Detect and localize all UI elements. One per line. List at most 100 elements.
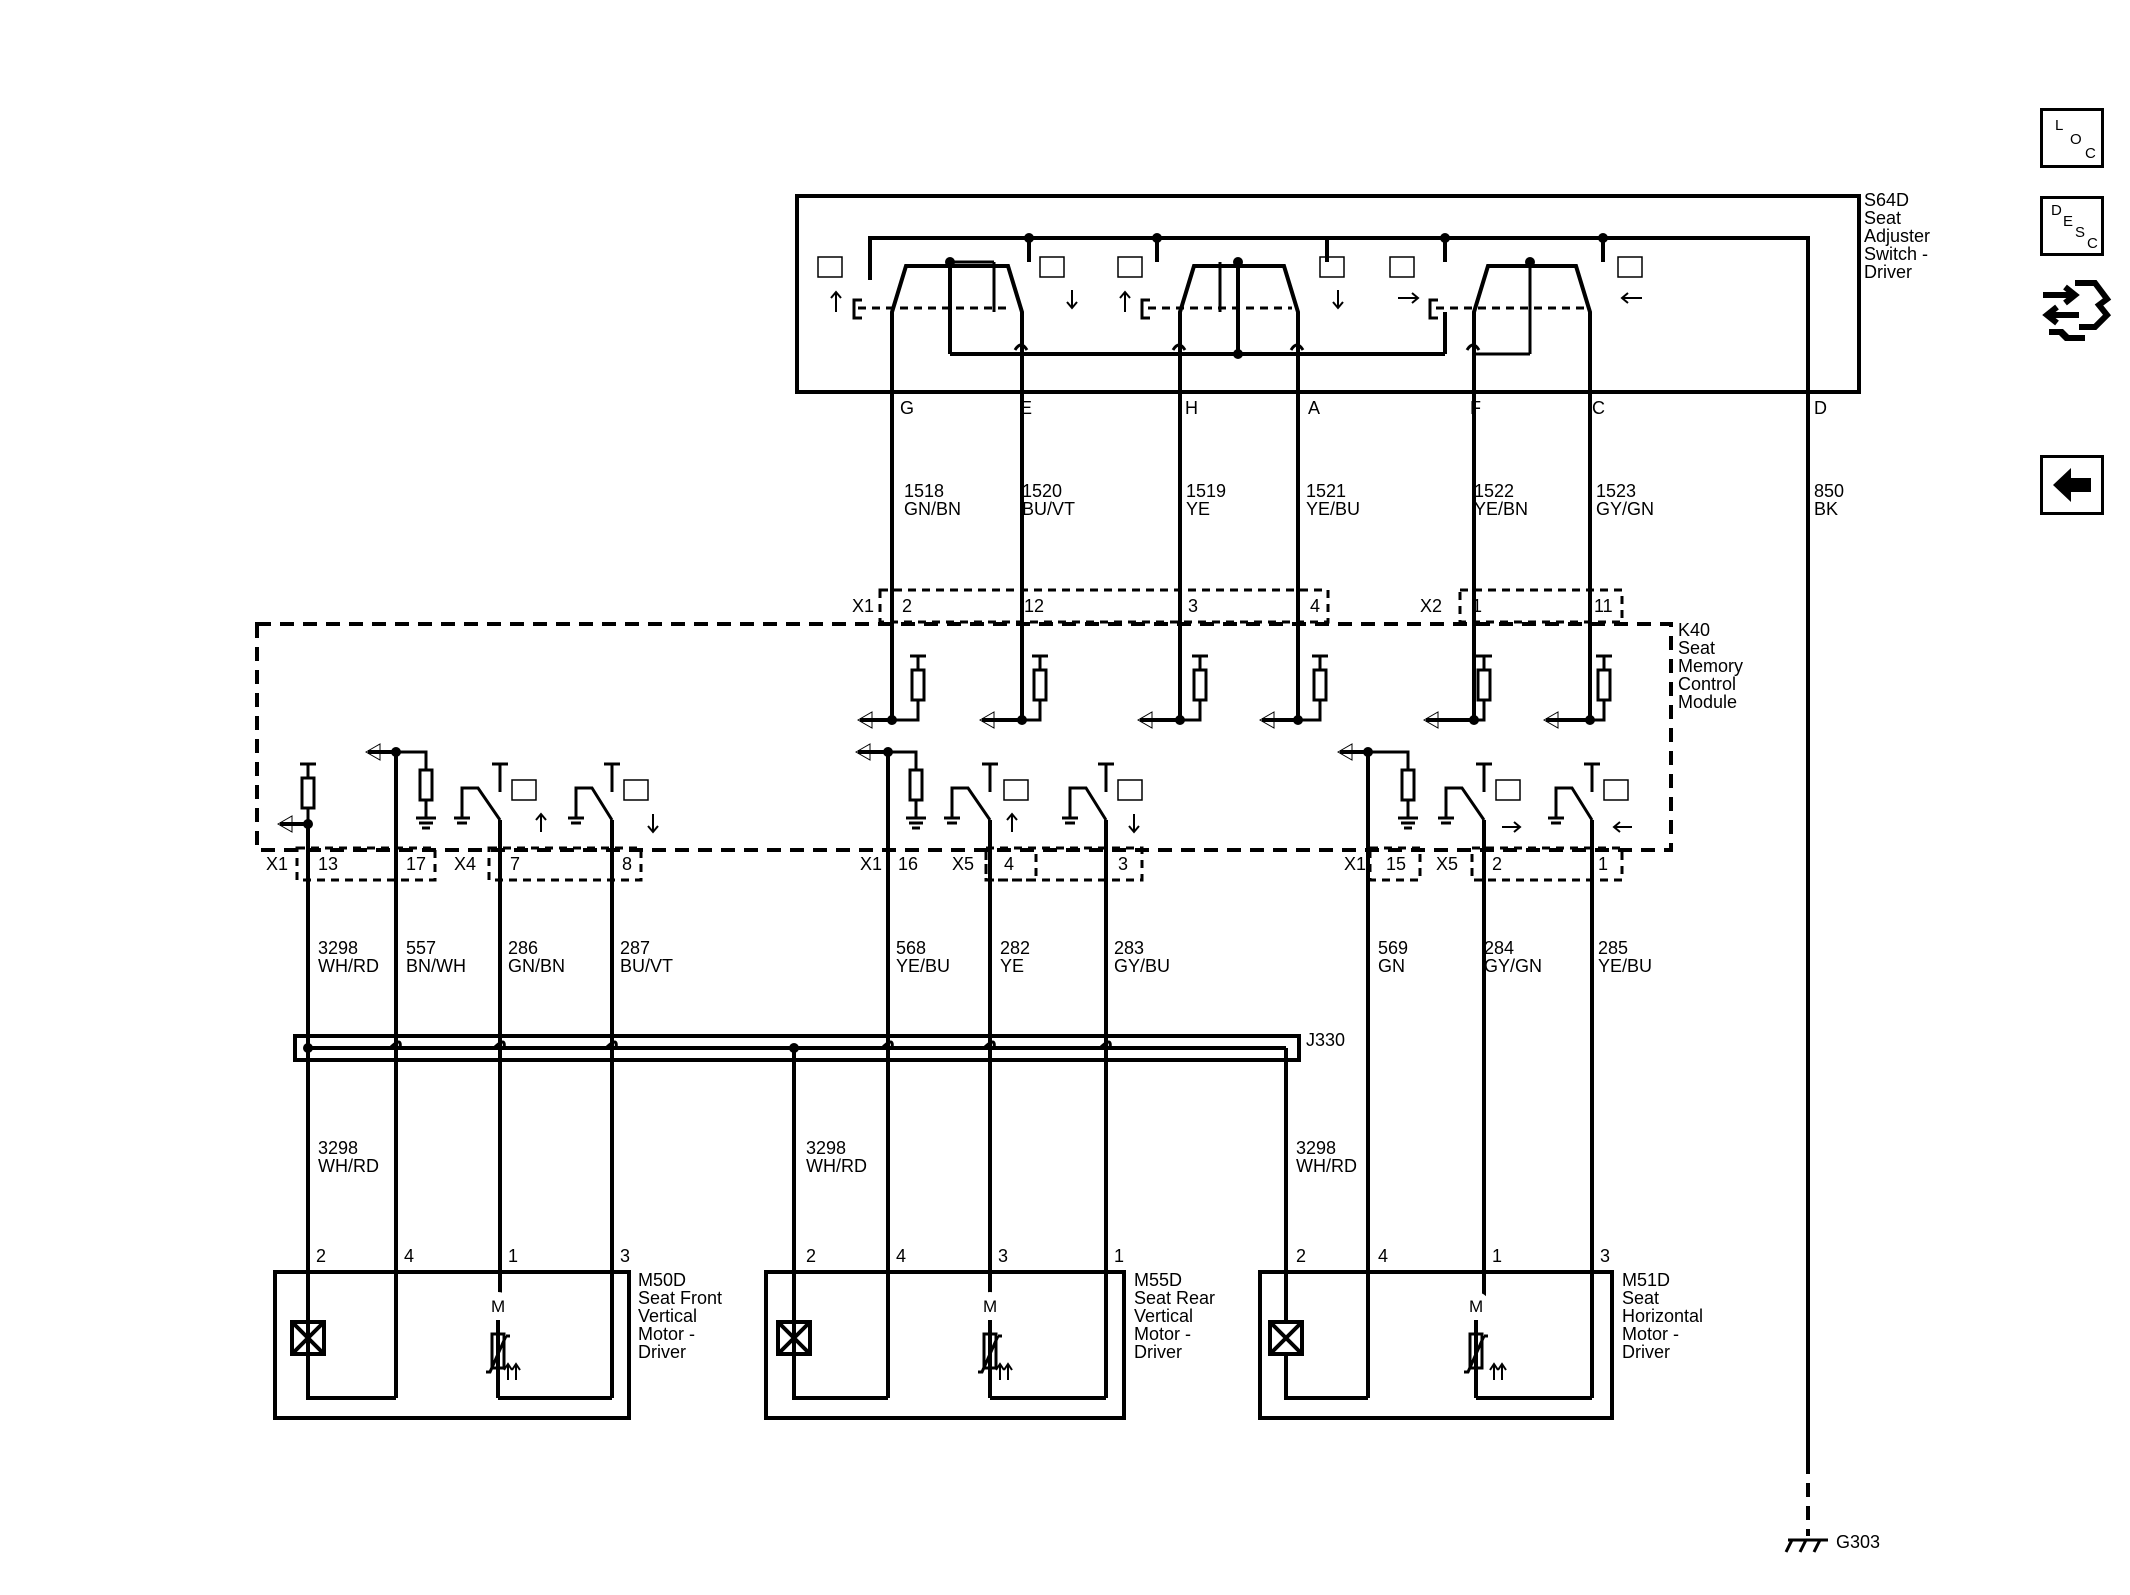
seat-symbol-icon (1495, 779, 1521, 801)
wire-label-color: BN/WH (406, 956, 466, 976)
g303-label: G303 (1836, 1532, 1880, 1552)
k40-pin: 7 (510, 854, 520, 874)
motor-pin: 2 (316, 1246, 326, 1266)
seat-symbol-icon (511, 779, 537, 801)
s64d-junction (1024, 233, 1034, 243)
wire-label-circuit: 3298 (318, 1138, 358, 1158)
back-arrow-icon (2053, 468, 2091, 502)
k40-pin: 2 (902, 596, 912, 616)
k40-connector-x1-bottom (984, 846, 1038, 882)
connector-label: X4 (454, 854, 476, 874)
k40-connector-x4 (487, 846, 643, 882)
seat-symbol-icon (623, 779, 649, 801)
motor-symbol: M (1469, 1297, 1483, 1316)
motor-pin: 1 (508, 1246, 518, 1266)
s64d-pin-a: A (1308, 398, 1320, 418)
arrow-down-icon (1128, 814, 1140, 834)
connector-view-icon[interactable] (2035, 275, 2115, 347)
s64d-switch-group-horizontal (1389, 256, 1643, 392)
back-button[interactable] (2040, 455, 2104, 515)
seat-symbol-icon (1117, 779, 1143, 801)
m50d-desc-2: Vertical (638, 1306, 697, 1326)
s64d-seat-adjuster-switch: S64D Seat Adjuster Switch - Driver (795, 190, 1930, 418)
seat-symbol-icon (1117, 256, 1143, 278)
k40-pin: 15 (1386, 854, 1406, 874)
k40-pin: 4 (1004, 854, 1014, 874)
ptc-arrows-icon (1489, 1362, 1507, 1380)
wire-label-color: GN/BN (508, 956, 565, 976)
motor-pin: 1 (1492, 1246, 1502, 1266)
wire-label-color: GY/GN (1596, 499, 1654, 519)
wire-label-circuit: 1520 (1022, 481, 1062, 501)
wire-label-circuit: 283 (1114, 938, 1144, 958)
wire-label-circuit: 1518 (904, 481, 944, 501)
s64d-junction (1152, 233, 1162, 243)
wire-label-circuit: 285 (1598, 938, 1628, 958)
k40-pin: 3 (1118, 854, 1128, 874)
desc-letter-e: E (2063, 213, 2074, 230)
m50d-name: M50D (638, 1270, 686, 1290)
desc-letter-c: C (2087, 235, 2098, 252)
arrow-right-icon (1398, 292, 1420, 304)
s64d-junction (1440, 233, 1450, 243)
s64d-switch-group-front (817, 256, 1029, 392)
s64d-pin-h: H (1185, 398, 1198, 418)
upper-wires: 1518 GN/BN 1520 BU/VT 1519 YE 1521 YE/BU… (890, 392, 1844, 1460)
k40-desc-3: Control (1678, 674, 1736, 694)
desc-button[interactable]: D E S C (2040, 196, 2104, 256)
s64d-pin-g: G (900, 398, 914, 418)
motor-pin: 2 (806, 1246, 816, 1266)
motor-pin: 3 (620, 1246, 630, 1266)
seat-symbol-icon (1003, 779, 1029, 801)
wire-label-circuit: 569 (1378, 938, 1408, 958)
wire-label-circuit: 1523 (1596, 481, 1636, 501)
k40-pin: 17 (406, 854, 426, 874)
connector-view-icon-svg (2042, 280, 2112, 341)
motor-pin: 2 (1296, 1246, 1306, 1266)
wire-label-circuit: 286 (508, 938, 538, 958)
connector-label: X1 (1344, 854, 1366, 874)
arrow-up-icon (1119, 290, 1131, 312)
s64d-junction (1598, 233, 1608, 243)
wire-label-color: YE/BU (1598, 956, 1652, 976)
k40-connector-x1-bottom (295, 846, 437, 882)
m51d-housing (1258, 1270, 1614, 1420)
seat-symbol-icon (1617, 256, 1643, 278)
s64d-desc-2: Adjuster (1864, 226, 1930, 246)
k40-pin: 8 (622, 854, 632, 874)
motor-icon (1462, 1292, 1490, 1320)
arrow-down-icon (647, 814, 659, 834)
wire-label-circuit: 3298 (318, 938, 358, 958)
k40-pin: 2 (1492, 854, 1502, 874)
j330-splice-pack: J330 3298 WH/RD 3298 WH/RD 3298 WH/RD (293, 1030, 1357, 1398)
k40-name: K40 (1678, 620, 1710, 640)
wire-label-color: YE/BN (1474, 499, 1528, 519)
wire-label-circuit: 287 (620, 938, 650, 958)
ptc-arrows-icon (503, 1362, 521, 1380)
k40-connector-x1-top (878, 588, 1330, 624)
seat-symbol-icon (1039, 256, 1065, 278)
motor-symbol: M (983, 1297, 997, 1316)
s64d-desc-4: Driver (1864, 262, 1912, 282)
k40-output-circuits (276, 743, 1632, 834)
motor-pin: 4 (896, 1246, 906, 1266)
wire-label-color: YE (1000, 956, 1024, 976)
connector-label: X1 (852, 596, 874, 616)
loc-button[interactable]: L O C (2040, 108, 2104, 168)
k40-pin: 12 (1024, 596, 1044, 616)
m50d-seat-front-vertical-motor: 2 4 1 3 M M50D Seat Front Vertical Motor… (273, 1246, 722, 1420)
s64d-switch-group-rear (1039, 256, 1345, 392)
desc-letter-s: S (2075, 224, 2086, 241)
s64d-pin-d: D (1814, 398, 1827, 418)
k40-pin: 11 (1594, 596, 1613, 616)
wire-label-circuit: 3298 (1296, 1138, 1336, 1158)
k40-desc-1: Seat (1678, 638, 1715, 658)
k40-connector-x2-top (1458, 588, 1624, 624)
m51d-desc-1: Seat (1622, 1288, 1659, 1308)
wire-label-circuit: 3298 (806, 1138, 846, 1158)
m55d-housing (764, 1270, 1126, 1420)
m51d-desc-4: Driver (1622, 1342, 1670, 1362)
wire-label-color: WH/RD (1296, 1156, 1357, 1176)
k40-input-circuits (856, 654, 1612, 729)
s64d-housing (795, 194, 1861, 394)
